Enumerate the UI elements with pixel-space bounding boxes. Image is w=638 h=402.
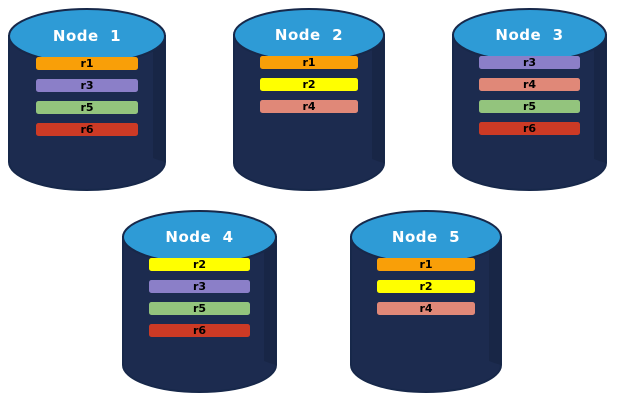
- record-label: r6: [522, 122, 537, 135]
- record-bar[interactable]: r2: [149, 258, 250, 271]
- cylinder-top-ellipse: [233, 8, 385, 62]
- record-bar[interactable]: r4: [479, 78, 580, 91]
- cylinder-side-shading: [489, 237, 501, 365]
- record-label: r1: [80, 57, 94, 70]
- record-bar[interactable]: r6: [479, 122, 580, 135]
- record-bar[interactable]: r5: [36, 101, 138, 114]
- record-label: r6: [192, 324, 207, 337]
- record-label: r2: [192, 258, 207, 271]
- record-label: r3: [80, 79, 94, 92]
- record-label: r5: [192, 302, 207, 315]
- record-label: r4: [419, 302, 433, 315]
- cylinder-side-shading: [153, 36, 165, 162]
- record-bar[interactable]: r5: [479, 100, 580, 113]
- record-label: r4: [522, 78, 537, 91]
- cylinder-side-shading: [372, 35, 384, 163]
- cylinder-side-shading: [264, 237, 276, 365]
- record-label: r4: [302, 100, 316, 113]
- record-list: r1 r2 r4: [350, 258, 502, 324]
- record-label: r2: [302, 78, 316, 91]
- record-bar[interactable]: r4: [260, 100, 358, 113]
- record-bar[interactable]: r2: [377, 280, 475, 293]
- record-bar[interactable]: r3: [479, 56, 580, 69]
- record-label: r1: [419, 258, 433, 271]
- record-bar[interactable]: r3: [149, 280, 250, 293]
- cylinder-top-ellipse: [350, 210, 502, 264]
- record-bar[interactable]: r2: [260, 78, 358, 91]
- record-list: r1 r3 r5 r6: [8, 57, 166, 145]
- record-label: r6: [80, 123, 94, 136]
- record-bar[interactable]: r1: [260, 56, 358, 69]
- record-label: r5: [80, 101, 94, 114]
- record-label: r3: [522, 56, 537, 69]
- record-bar[interactable]: r1: [377, 258, 475, 271]
- record-bar[interactable]: r6: [149, 324, 250, 337]
- cylinder-top-ellipse: [8, 8, 166, 64]
- cylinder-top-ellipse: [452, 8, 607, 62]
- cylinder-side-shading: [594, 35, 606, 163]
- record-list: r1 r2 r4: [233, 56, 385, 122]
- record-bar[interactable]: r3: [36, 79, 138, 92]
- record-list: r3 r4 r5 r6: [452, 56, 607, 144]
- record-label: r3: [192, 280, 207, 293]
- record-bar[interactable]: r6: [36, 123, 138, 136]
- record-bar[interactable]: r5: [149, 302, 250, 315]
- record-label: r2: [419, 280, 433, 293]
- record-bar[interactable]: r1: [36, 57, 138, 70]
- record-list: r2 r3 r5 r6: [122, 258, 277, 346]
- record-bar[interactable]: r4: [377, 302, 475, 315]
- record-label: r5: [522, 100, 537, 113]
- cylinder-top-ellipse: [122, 210, 277, 264]
- record-label: r1: [302, 56, 316, 69]
